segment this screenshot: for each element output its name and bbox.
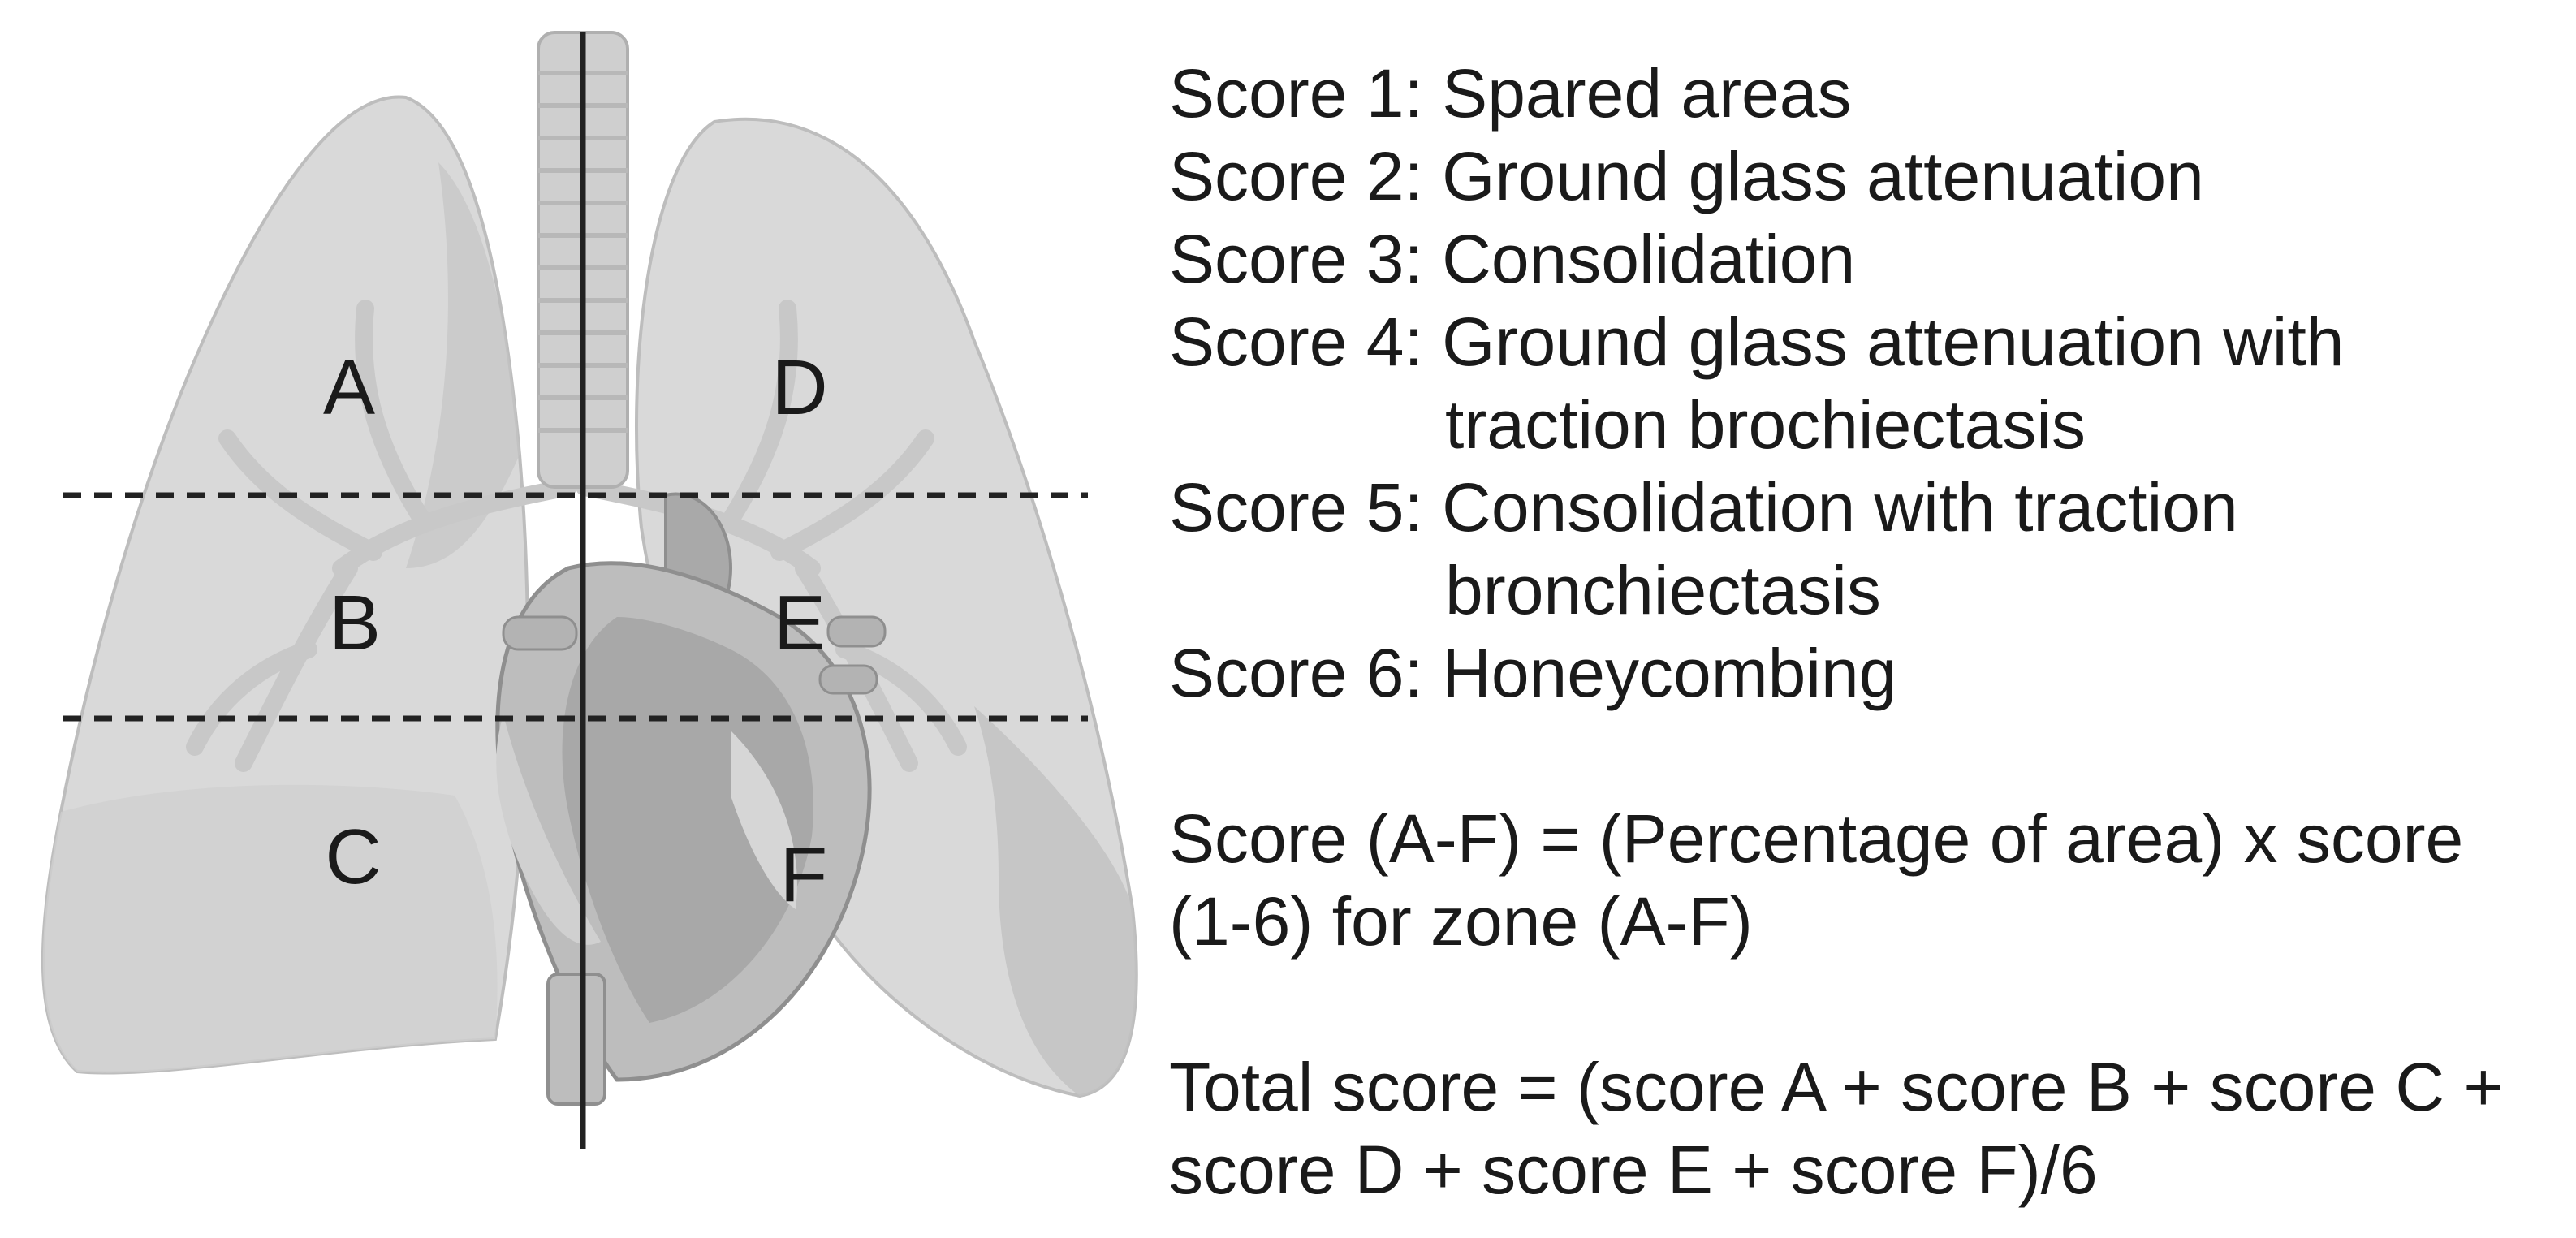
zone-e-label: E xyxy=(774,580,826,666)
score-legend: Score 1: Spared areas Score 2: Ground gl… xyxy=(1169,52,2565,1211)
zone-score-formula: Score (A-F) = (Percentage of area) x sco… xyxy=(1169,800,2464,960)
score-6-line: Score 6: Honeycombing xyxy=(1169,632,2565,714)
score-4-line: Score 4: Ground glass attenuation with t… xyxy=(1169,300,2565,466)
total-score-formula: Total score = (score A + score B + score… xyxy=(1169,1049,2504,1208)
score-5-continuation: bronchiectasis xyxy=(1445,552,1881,628)
score-3-line: Score 3: Consolidation xyxy=(1169,218,2565,300)
score-4-text: Score 4: Ground glass attenuation with xyxy=(1169,304,2345,380)
left-lung-lower-lobe xyxy=(974,706,1137,1096)
zone-b-label: B xyxy=(329,580,381,666)
zone-c-label: C xyxy=(325,813,381,900)
right-lung-lobe-shade xyxy=(406,162,520,568)
score-1-text: Score 1: Spared areas xyxy=(1169,55,1852,132)
descending-aorta xyxy=(546,973,606,1106)
zone-d-label: D xyxy=(771,344,827,431)
zone-a-label: A xyxy=(323,344,375,431)
score-5-line: Score 5: Consolidation with traction bro… xyxy=(1169,466,2565,632)
score-2-text: Score 2: Ground glass attenuation xyxy=(1169,138,2204,214)
zone-f-label: F xyxy=(780,831,828,918)
score-2-line: Score 2: Ground glass attenuation xyxy=(1169,135,2565,218)
score-1-line: Score 1: Spared areas xyxy=(1169,52,2565,135)
score-6-text: Score 6: Honeycombing xyxy=(1169,635,1897,711)
lung-illustration: A B C D E F xyxy=(41,31,1138,1149)
score-3-text: Score 3: Consolidation xyxy=(1169,221,1856,297)
score-5-text: Score 5: Consolidation with traction xyxy=(1169,469,2238,546)
lung-zone-diagram: A B C D E F xyxy=(0,0,1153,1238)
score-4-continuation: traction brochiectasis xyxy=(1445,386,2086,463)
right-lung-lower-lobe xyxy=(42,784,498,1073)
